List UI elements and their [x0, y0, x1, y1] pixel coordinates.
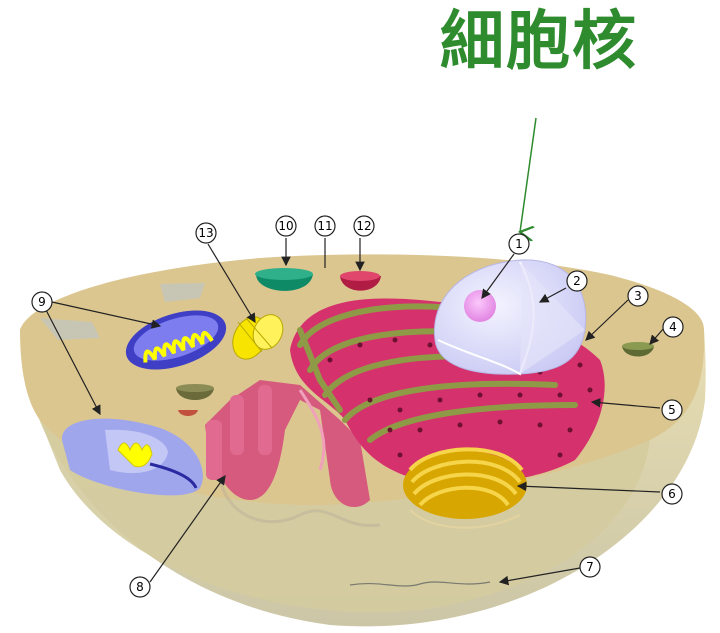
lower-reflection [218, 479, 381, 528]
marker-12: 12 [353, 215, 375, 237]
marker-label: 10 [278, 219, 293, 233]
mitochondrion-bottom [61, 418, 203, 496]
vesicle-green-rim [255, 268, 313, 280]
marker-label: 13 [198, 226, 213, 240]
marker-2: 2 [566, 270, 588, 292]
marker-label: 7 [586, 560, 594, 574]
marker-label: 4 [669, 320, 677, 334]
marker-7: 7 [579, 556, 601, 578]
vesicle-red-rim [340, 271, 380, 281]
marker-label: 12 [356, 219, 371, 233]
marker-label: 6 [668, 487, 676, 501]
marker-9: 9 [31, 291, 53, 313]
marker-label: 8 [136, 580, 144, 594]
marker-label: 9 [38, 295, 46, 309]
cavity-upper [160, 283, 205, 302]
marker-8: 8 [129, 576, 151, 598]
green-arrow [520, 117, 537, 232]
marker-1: 1 [508, 233, 530, 255]
marker-5: 5 [661, 399, 683, 421]
marker-label: 1 [515, 237, 523, 251]
marker-10: 10 [275, 215, 297, 237]
marker-6: 6 [661, 483, 683, 505]
page-title: 細胞核 [440, 5, 638, 79]
golgi-apparatus [403, 447, 527, 529]
marker-label: 5 [668, 403, 676, 417]
marker-label: 11 [317, 219, 332, 233]
cytoplasm-lower [40, 420, 650, 613]
marker-label: 2 [573, 274, 581, 288]
marker-11: 11 [314, 215, 336, 237]
nucleolus [464, 290, 496, 322]
cavity-left [40, 318, 100, 340]
marker-4: 4 [662, 316, 684, 338]
marker-13: 13 [195, 222, 217, 244]
marker-label: 3 [634, 289, 642, 303]
vesicle-small-red [178, 410, 198, 416]
marker-3: 3 [627, 285, 649, 307]
membrane-squiggle [349, 581, 491, 587]
centriole [232, 314, 284, 360]
smooth-er [205, 380, 370, 508]
